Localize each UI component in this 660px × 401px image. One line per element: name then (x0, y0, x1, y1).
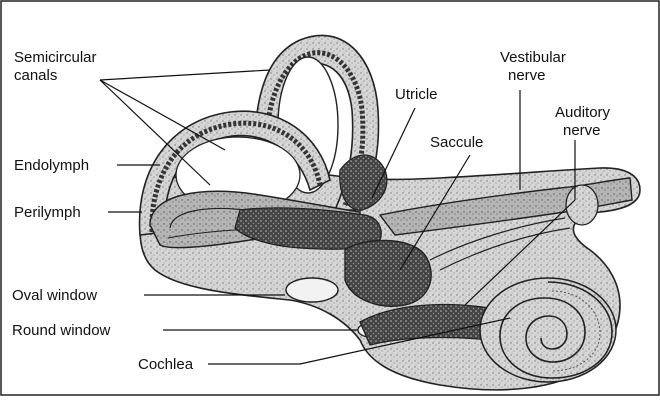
label-oval-window: Oval window (12, 287, 97, 304)
label-perilymph: Perilymph (14, 204, 81, 221)
oval-window-shape (286, 278, 338, 302)
label-semicircular-line2: canals (14, 67, 57, 84)
label-auditory-line2: nerve (563, 122, 601, 139)
label-vestibular-line1: Vestibular (500, 49, 566, 66)
label-cochlea: Cochlea (138, 356, 194, 373)
label-utricle: Utricle (395, 86, 438, 103)
label-saccule: Saccule (430, 134, 483, 151)
label-round-window: Round window (12, 322, 111, 339)
label-auditory-line1: Auditory (555, 104, 611, 121)
label-semicircular-line1: Semicircular (14, 49, 97, 66)
label-endolymph: Endolymph (14, 157, 89, 174)
label-vestibular-line2: nerve (508, 67, 546, 84)
